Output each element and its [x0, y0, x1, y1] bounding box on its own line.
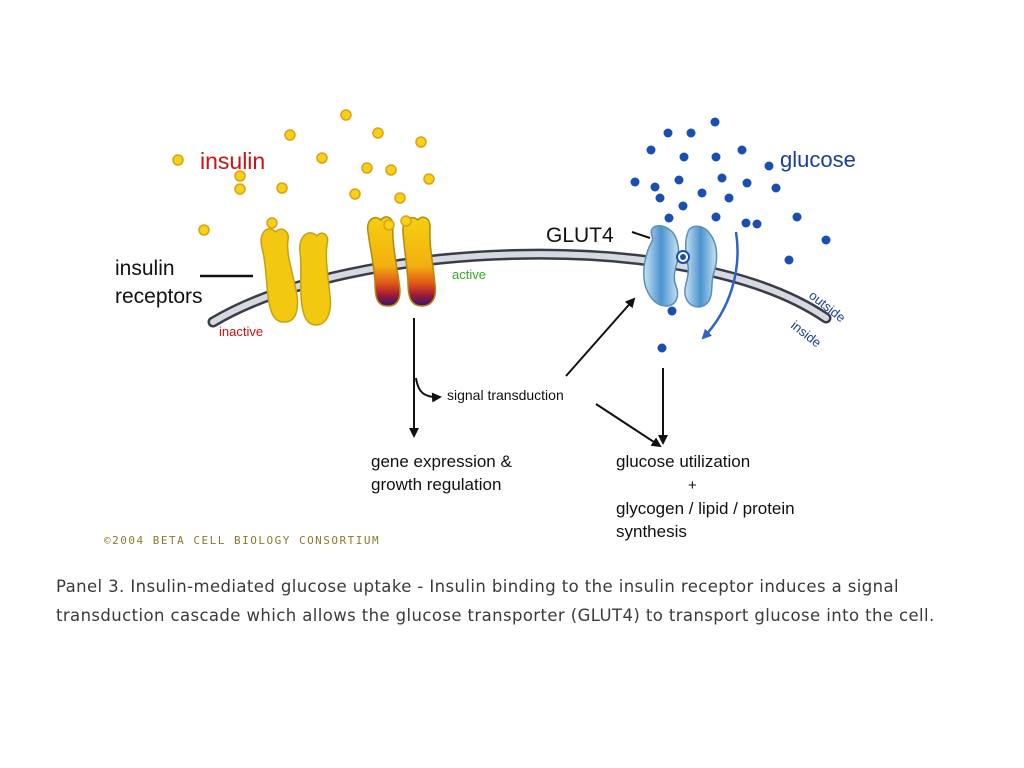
glucose-molecule: [752, 219, 762, 229]
insulin-molecule: [340, 109, 352, 121]
insulin-molecule: [394, 192, 406, 204]
glucose-molecule: [717, 173, 727, 183]
glucose-molecule: [650, 182, 660, 192]
insulin-molecule: [266, 217, 278, 229]
glucose-molecule: [724, 193, 734, 203]
insulin-molecule: [316, 152, 328, 164]
glucose-molecule: [646, 145, 656, 155]
insulin-molecule: [234, 183, 246, 195]
insulin-molecule: [423, 173, 435, 185]
glucose-entry-arrow: [701, 231, 739, 340]
glucose-molecule: [741, 218, 751, 228]
insulin-molecule: [349, 188, 361, 200]
glucose-utilization-label-line2: glycogen / lipid / protein: [616, 499, 795, 518]
insulin-molecule: [284, 129, 296, 141]
insulin-label: insulin: [200, 148, 265, 174]
glucose-label: glucose: [780, 147, 856, 172]
glucose-molecule: [686, 128, 696, 138]
insulin-molecule: [172, 154, 184, 166]
glut4-transporter: [643, 225, 718, 308]
arrow-to-signal-transduction: [415, 377, 442, 403]
figure-caption: Panel 3. Insulin-mediated glucose uptake…: [56, 577, 935, 625]
glucose-molecule: [697, 188, 707, 198]
insulin-molecules: [172, 109, 435, 236]
glucose-molecule: [711, 152, 721, 162]
gene-expression-label-line1: gene expression &: [371, 452, 512, 471]
inactive-insulin-receptor: [260, 228, 332, 326]
insulin-receptors-label-line2: receptors: [115, 285, 203, 308]
insulin-molecule: [415, 136, 427, 148]
signal-transduction-label: signal transduction: [447, 387, 564, 403]
insulin-molecule: [372, 127, 384, 139]
glucose-molecule: [821, 235, 831, 245]
insulin-molecule: [385, 164, 397, 176]
active-label: active: [452, 267, 486, 282]
inside-label: inside: [788, 318, 824, 351]
glucose-molecule: [664, 213, 674, 223]
glucose-utilization-plus: +: [688, 477, 697, 494]
glucose-molecule: [771, 183, 781, 193]
insulin-molecule: [361, 162, 373, 174]
glucose-molecule: [784, 255, 794, 265]
glucose-molecule: [674, 175, 684, 185]
insulin-molecule: [198, 224, 210, 236]
arrow-signal-to-glucose-utilization: [595, 403, 662, 448]
insulin-molecule: [276, 182, 288, 194]
signal-arrows: [409, 297, 668, 448]
insulin-receptors-label-line1: insulin: [115, 257, 175, 280]
glucose-molecule: [679, 152, 689, 162]
glucose-molecule: [737, 145, 747, 155]
inactive-label: inactive: [219, 324, 263, 339]
gene-expression-label-line2: growth regulation: [371, 475, 501, 494]
glucose-molecule: [655, 193, 665, 203]
active-insulin-receptor: [366, 215, 437, 307]
glucose-molecule: [663, 128, 673, 138]
glut4-leader: [631, 231, 651, 239]
glucose-molecule: [667, 306, 677, 316]
glucose-molecule: [630, 177, 640, 187]
glucose-molecule: [711, 212, 721, 222]
arrow-signal-to-glut4: [565, 297, 636, 377]
glucose-utilization-label-line3: synthesis: [616, 522, 687, 541]
glucose-molecule: [678, 201, 688, 211]
glucose-utilization-label-line1: glucose utilization: [616, 452, 750, 471]
glucose-molecules: [630, 117, 831, 353]
glucose-molecule: [657, 343, 667, 353]
glucose-molecule: [764, 161, 774, 171]
glut4-label: GLUT4: [546, 224, 614, 247]
glucose-molecule: [792, 212, 802, 222]
glucose-molecule: [742, 178, 752, 188]
insulin-molecule: [234, 170, 246, 182]
glucose-molecule: [710, 117, 720, 127]
copyright-notice: ©2004 BETA CELL BIOLOGY CONSORTIUM: [104, 534, 381, 547]
